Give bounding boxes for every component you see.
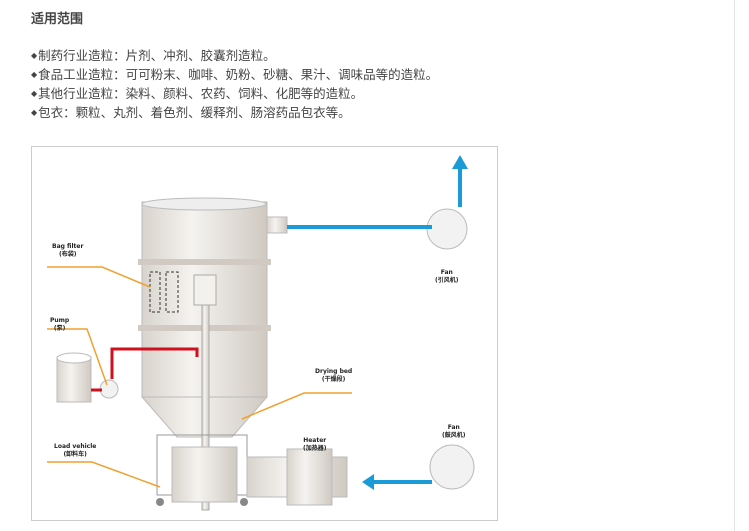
load-vehicle-label: Load vehicle (54, 443, 97, 450)
liquid-flow (91, 347, 199, 392)
list-item: 食品工业造粒：可可粉末、咖啡、奶粉、砂糖、果汁、调味品等的造粒。 (31, 65, 438, 84)
heater-cn: (加热器) (303, 445, 327, 452)
load-vehicle (156, 434, 248, 506)
fluid-bed-granulator-diagram: Bag filter(布袋) Pump(泵) Load vehicle(卸料车)… (31, 146, 498, 521)
leader-lines (47, 266, 352, 488)
pump (99, 379, 119, 399)
list-item: 包衣：颗粒、丸剂、着色剂、缓释剂、肠溶药品包衣等。 (31, 103, 438, 122)
liquid-tank (56, 352, 92, 403)
scrollbar[interactable] (734, 0, 749, 531)
pump-label: Pump (50, 317, 70, 324)
section-title: 适用范围 (31, 12, 84, 27)
exhaust-fan-label: Fan (440, 269, 453, 276)
blower-fan-label: Fan (447, 424, 460, 431)
exhaust-fan-cn: (引风机) (435, 277, 459, 284)
drying-bed-cn: (干燥段) (321, 376, 346, 383)
heater-label: Heater (303, 437, 327, 444)
blower-fan (429, 444, 475, 490)
heater (246, 448, 348, 506)
drying-bed-label: Drying bed (315, 368, 353, 375)
list-item: 其他行业造粒：染料、颜料、农药、饲料、化肥等的造粒。 (31, 84, 438, 103)
process-illustration (47, 155, 475, 511)
exhaust-fan (426, 208, 468, 250)
bag-filter-label: Bag filter (52, 243, 84, 250)
application-list: 制药行业造粒：片剂、冲剂、胶囊剂造粒。 食品工业造粒：可可粉末、咖啡、奶粉、砂糖… (31, 46, 438, 122)
granulator-tower (138, 197, 288, 511)
pump-cn: (泵) (53, 325, 66, 332)
blower-fan-cn: (鼓风机) (442, 432, 466, 439)
bag-filter-cn: (布袋) (58, 251, 77, 258)
load-vehicle-cn: (卸料车) (63, 451, 87, 458)
list-item: 制药行业造粒：片剂、冲剂、胶囊剂造粒。 (31, 46, 438, 65)
